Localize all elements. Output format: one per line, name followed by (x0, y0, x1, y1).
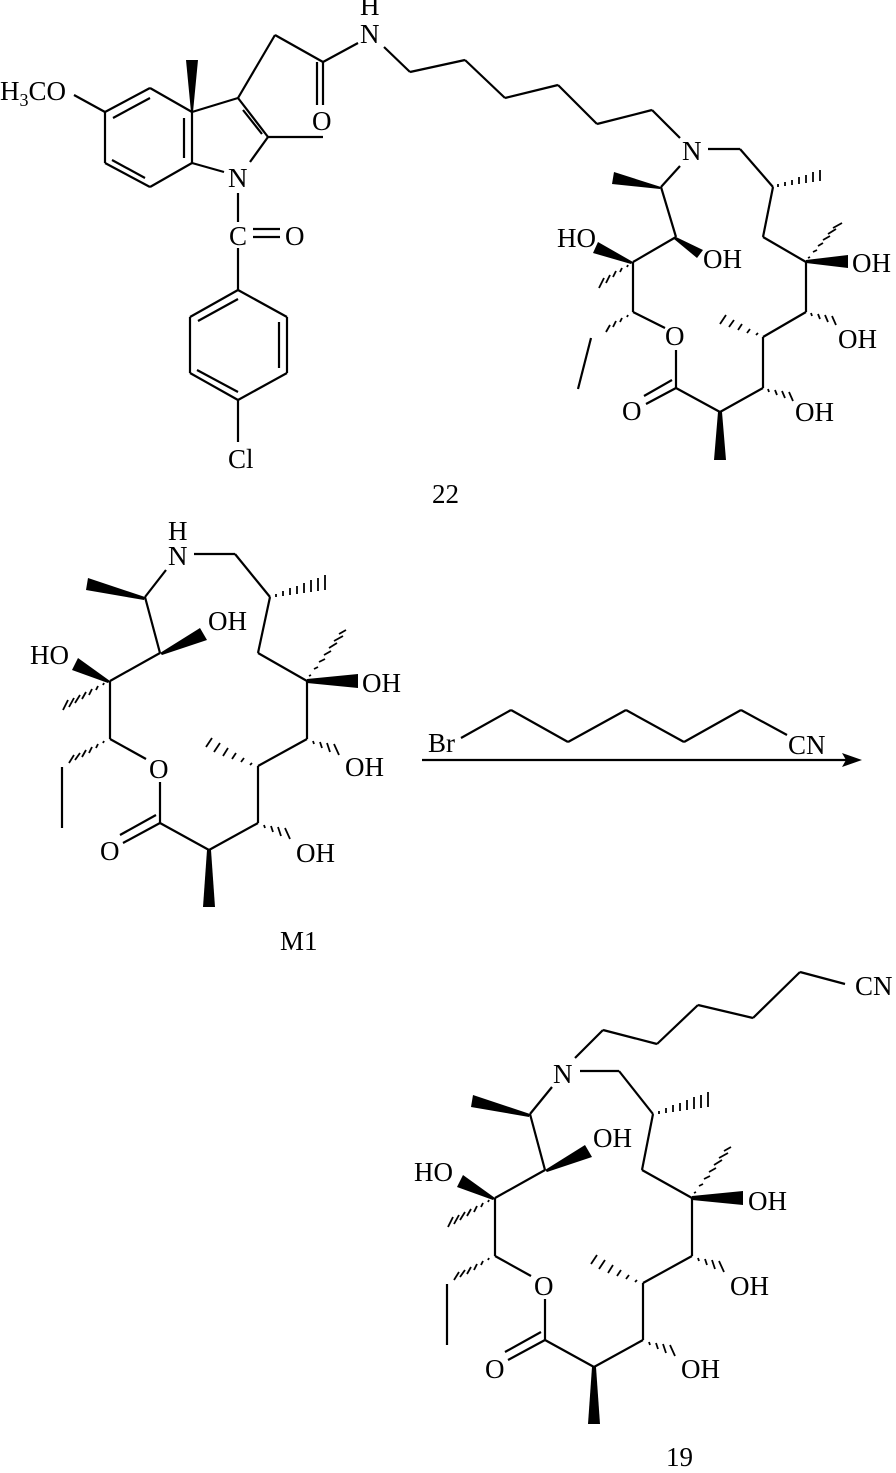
chloro-label: Cl (228, 444, 254, 474)
oh-d-19: OH (730, 1271, 769, 1301)
reagent-cn: CN (788, 730, 826, 760)
oh-a-19: HO (414, 1157, 453, 1187)
arrow-head-icon (842, 753, 862, 767)
lactone-carbonyl-o-m1: O (100, 836, 120, 866)
nitrile-cn: CN (855, 971, 893, 1001)
carbonyl-o: O (285, 221, 305, 251)
compound-m1: H N OH OH OH O O HO OH (30, 516, 401, 956)
oh-b-19: OH (593, 1123, 632, 1153)
lactone-carbonyl-o-22: O (622, 396, 642, 426)
compound-label-19: 19 (666, 1442, 693, 1472)
compound-label-m1: M1 (280, 926, 318, 956)
oh-c-19: OH (748, 1186, 787, 1216)
oh-a-22: HO (557, 223, 596, 253)
indole-n: N (228, 163, 248, 193)
amide-n: N (360, 19, 380, 49)
reagent-br: Br (428, 728, 455, 758)
oh-e-m1: OH (296, 838, 335, 868)
reagent-and-arrow: Br CN (422, 709, 862, 767)
compound-label-22: 22 (432, 479, 459, 509)
oh-c-m1: OH (362, 668, 401, 698)
lactone-o-19: O (534, 1271, 554, 1301)
oh-e-19: OH (681, 1354, 720, 1384)
ring-n: N (682, 136, 702, 166)
oh-a-m1: HO (30, 640, 69, 670)
carbonyl-c: C (229, 221, 247, 251)
compound-22: H3CO N O H N C O (0, 0, 891, 509)
m1-h: H (168, 516, 188, 546)
oh-b-22: OH (703, 244, 742, 274)
oh-e-22: OH (795, 397, 834, 427)
lactone-o-m1: O (149, 754, 169, 784)
m1-n: N (168, 541, 188, 571)
methoxy-label: H3CO (0, 76, 66, 110)
oh-b-m1: OH (208, 606, 247, 636)
compound-19: CN N OH OH OH O O HO OH (414, 970, 893, 1472)
ring-n-19: N (553, 1059, 573, 1089)
lactone-carbonyl-o-19: O (485, 1354, 505, 1384)
oh-c-22: OH (852, 248, 891, 278)
oh-d-22: OH (838, 324, 877, 354)
lactone-o-22: O (665, 321, 685, 351)
amide-o: O (312, 106, 332, 136)
oh-d-m1: OH (345, 752, 384, 782)
amide-h: H (360, 0, 380, 21)
